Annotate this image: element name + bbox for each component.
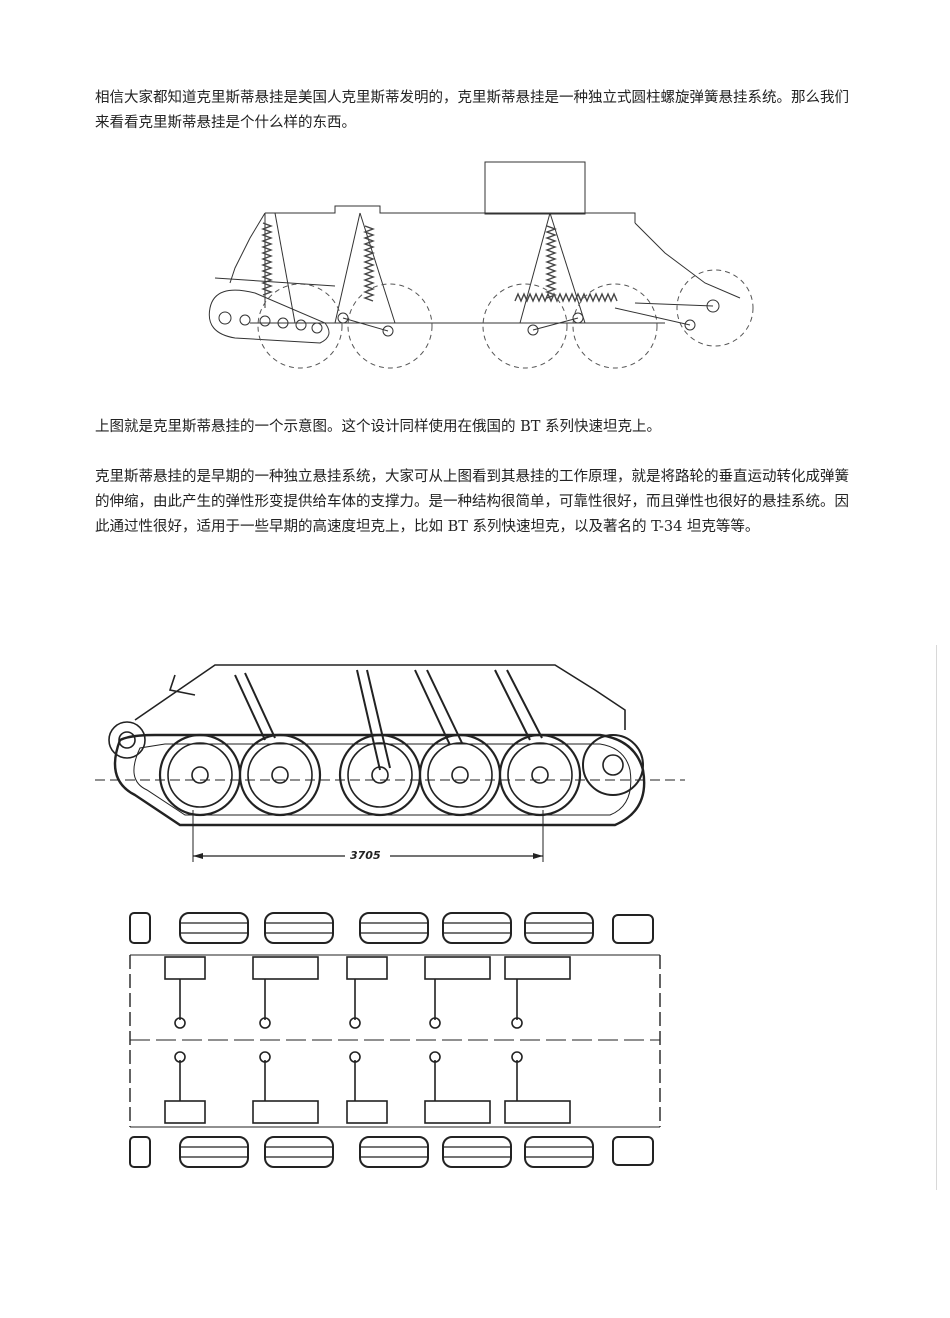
right-margin-rule	[936, 645, 937, 1190]
intro-paragraph: 相信大家都知道克里斯蒂悬挂是美国人克里斯蒂发明的，克里斯蒂悬挂是一种独立式圆柱螺…	[95, 90, 849, 131]
dimension-label: 3705	[350, 849, 381, 862]
suspension-top-view-drawing	[129, 912, 661, 1168]
caption-paragraph: 上图就是克里斯蒂悬挂的一个示意图。这个设计同样使用在俄国的 BT 系列快速坦克上…	[95, 419, 662, 435]
explanation-paragraph: 克里斯蒂悬挂的是早期的一种独立悬挂系统，大家可从上图看到其悬挂的工作原理，就是将…	[95, 469, 849, 535]
tank-side-view-drawing	[95, 664, 685, 862]
christie-suspension-diagram	[208, 161, 754, 369]
